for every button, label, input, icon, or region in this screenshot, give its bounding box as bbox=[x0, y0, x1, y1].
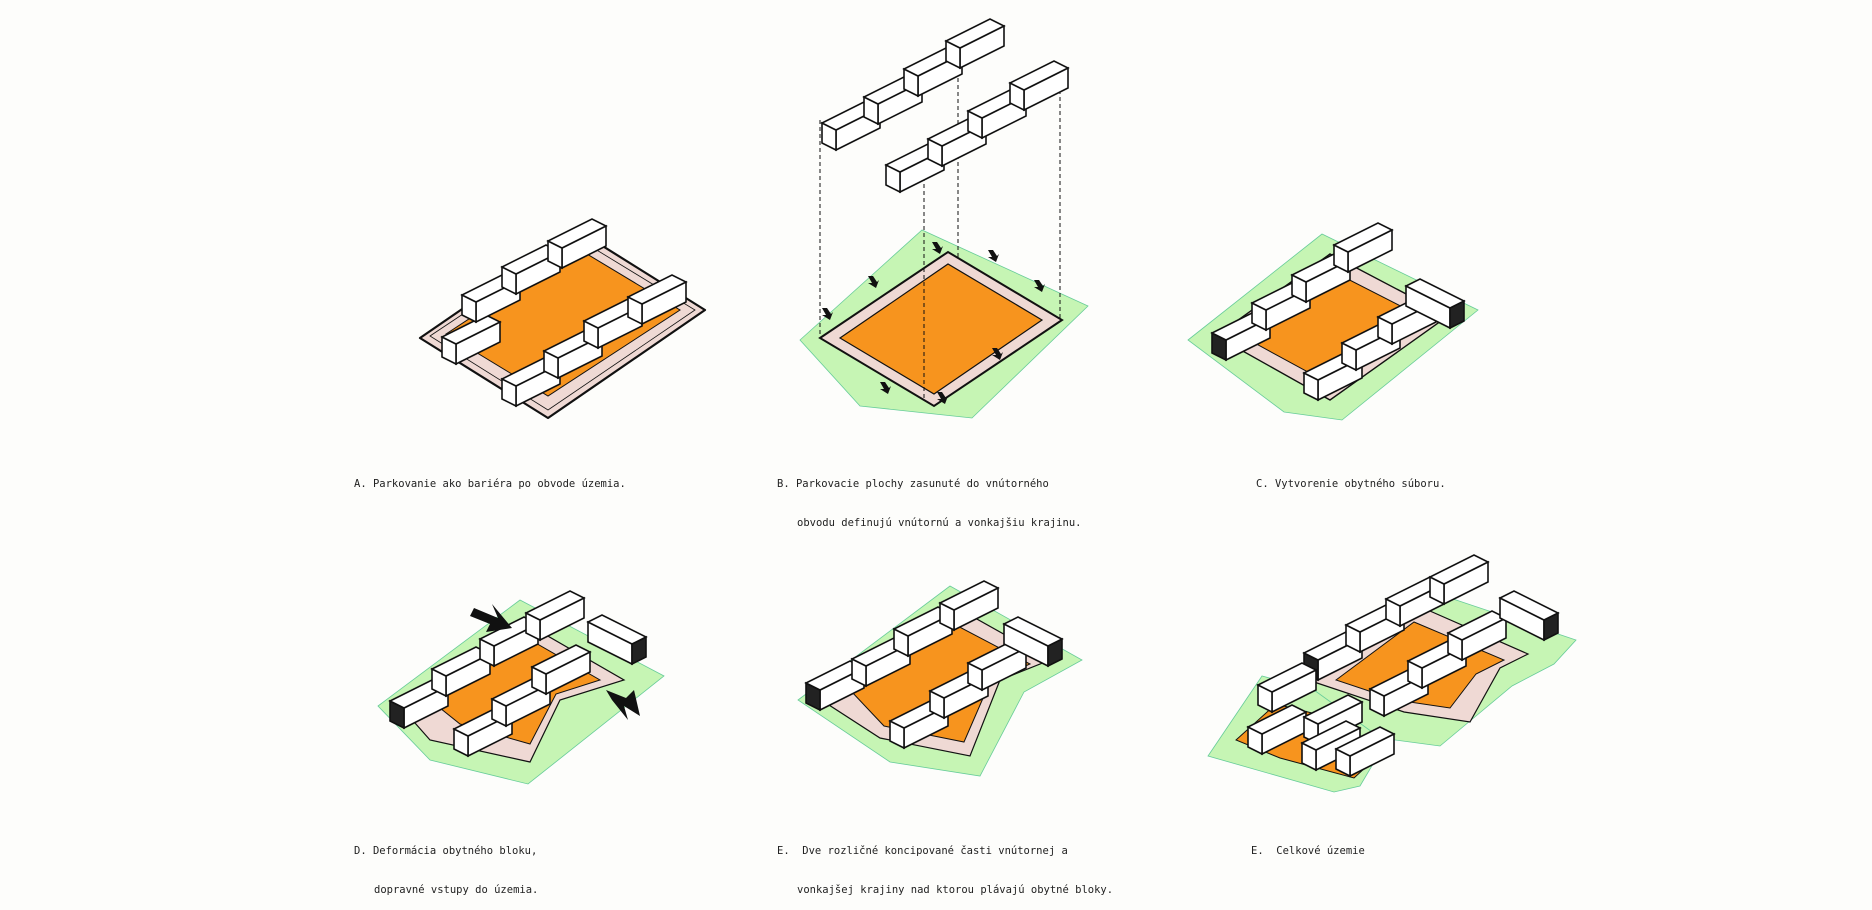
caption-a-line1: A. Parkovanie ako bariéra po obvode územ… bbox=[354, 478, 626, 490]
diagram-a bbox=[418, 218, 707, 420]
caption-b: B. Parkovacie plochy zasunuté do vnútorn… bbox=[777, 452, 1081, 543]
diagram-e2 bbox=[1207, 554, 1577, 793]
caption-b-line2: obvodu definujú vnútornú a vonkajšiu kra… bbox=[797, 517, 1082, 529]
caption-c-line1: C. Vytvorenie obytného súboru. bbox=[1256, 478, 1446, 490]
caption-d: D. Deformácia obytného bloku, dopravné v… bbox=[354, 819, 538, 910]
caption-d-line2: dopravné vstupy do územia. bbox=[374, 884, 539, 896]
caption-b-line1: B. Parkovacie plochy zasunuté do vnútorn… bbox=[777, 478, 1049, 490]
diagram-canvas bbox=[377, 18, 1577, 793]
caption-e2: E. Celkové územie bbox=[1251, 819, 1365, 871]
caption-a: A. Parkovanie ako bariéra po obvode územ… bbox=[354, 452, 626, 504]
diagram-c bbox=[1187, 222, 1479, 421]
diagram-e1 bbox=[797, 580, 1083, 777]
caption-c: C. Vytvorenie obytného súboru. bbox=[1256, 452, 1446, 504]
caption-e1-line1: E. Dve rozličné koncipované časti vnútor… bbox=[777, 845, 1068, 857]
diagram-d bbox=[377, 590, 665, 785]
caption-e1-line2: vonkajšej krajiny nad ktorou plávajú oby… bbox=[797, 884, 1114, 896]
diagram-b bbox=[799, 18, 1089, 419]
caption-e1: E. Dve rozličné koncipované časti vnútor… bbox=[777, 819, 1113, 910]
caption-d-line1: D. Deformácia obytného bloku, bbox=[354, 845, 538, 857]
caption-e2-line1: E. Celkové územie bbox=[1251, 845, 1365, 857]
